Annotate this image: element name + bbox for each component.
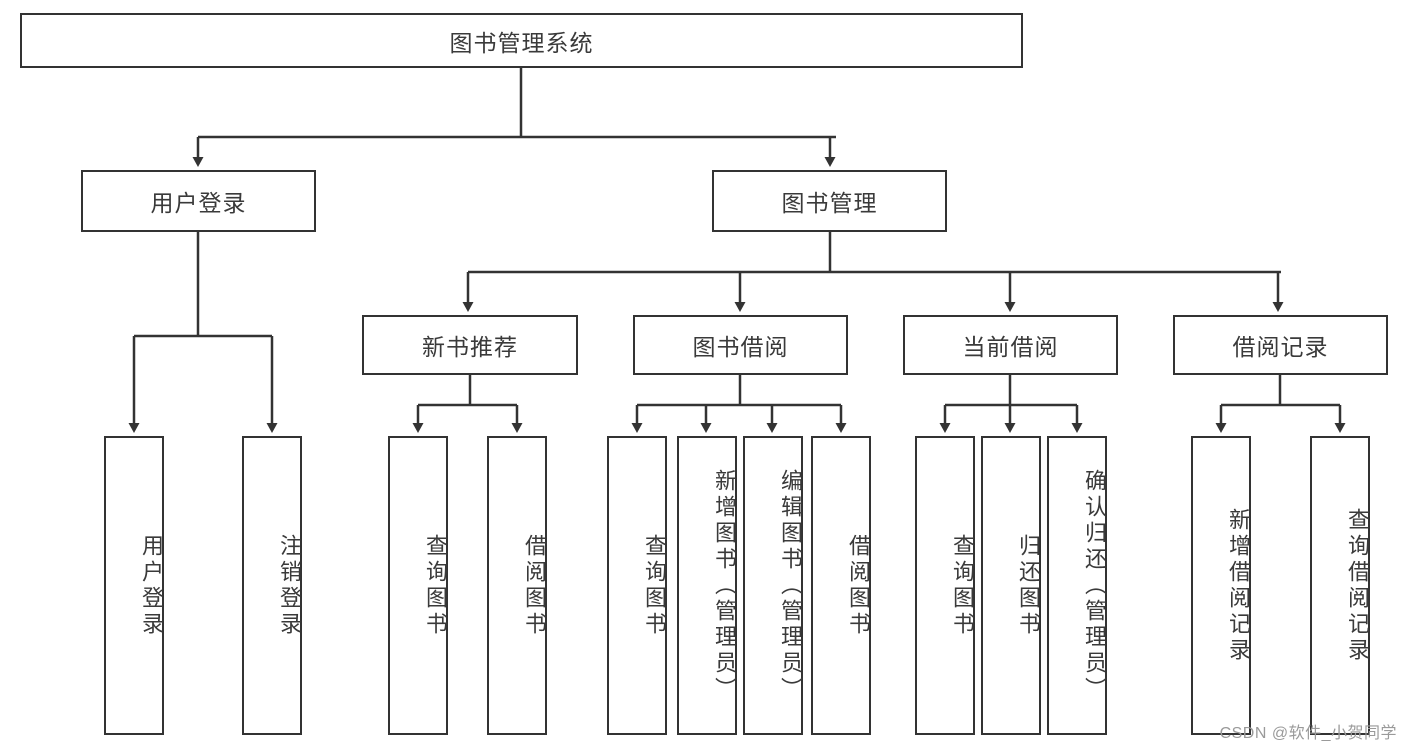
leaf-book-borrow-borrow[interactable]: 借阅图书 [811,436,871,735]
leaf-new-book-borrow[interactable]: 借阅图书 [487,436,547,735]
node-label: 图书管理系统 [449,29,594,56]
node-book-borrow[interactable]: 图书借阅 [633,315,848,375]
node-label: 编辑图书（管理员） [778,468,803,703]
node-user-login[interactable]: 用户登录 [81,170,316,232]
node-borrow-record[interactable]: 借阅记录 [1173,315,1388,375]
node-label: 用户登录 [139,533,164,638]
leaf-current-borrow-return[interactable]: 归还图书 [981,436,1041,735]
leaf-borrow-record-query[interactable]: 查询借阅记录 [1310,436,1370,735]
node-label: 新书推荐 [422,334,518,360]
node-label: 图书借阅 [692,334,789,360]
node-label: 确认归还（管理员） [1082,468,1107,703]
leaf-current-borrow-confirm[interactable]: 确认归还（管理员） [1047,436,1107,735]
node-label: 归还图书 [1016,533,1041,638]
leaf-new-book-query[interactable]: 查询图书 [388,436,448,735]
node-new-book-recommend[interactable]: 新书推荐 [362,315,578,375]
node-label: 用户登录 [150,190,247,216]
leaf-borrow-record-add[interactable]: 新增借阅记录 [1191,436,1251,735]
watermark-text: CSDN @软件_小贺同学 [1219,725,1397,742]
node-book-management[interactable]: 图书管理 [712,170,947,232]
node-root-system[interactable]: 图书管理系统 [20,13,1023,68]
node-label: 查询图书 [950,533,975,638]
node-label: 借阅图书 [846,533,871,638]
node-label: 当前借阅 [962,334,1059,360]
node-label: 图书管理 [781,190,878,216]
leaf-book-borrow-query[interactable]: 查询图书 [607,436,667,735]
node-label: 查询图书 [423,533,448,638]
leaf-book-borrow-add[interactable]: 新增图书（管理员） [677,436,737,735]
leaf-user-login-login[interactable]: 用户登录 [104,436,164,735]
leaf-current-borrow-query[interactable]: 查询图书 [915,436,975,735]
node-label: 查询借阅记录 [1345,507,1370,664]
leaf-book-borrow-edit[interactable]: 编辑图书（管理员） [743,436,803,735]
node-label: 新增图书（管理员） [712,468,737,703]
leaf-user-login-logout[interactable]: 注销登录 [242,436,302,735]
node-label: 借阅记录 [1232,334,1329,360]
node-label: 查询图书 [642,533,667,638]
node-current-borrow[interactable]: 当前借阅 [903,315,1118,375]
node-label: 注销登录 [277,533,302,638]
node-label: 新增借阅记录 [1226,507,1251,664]
node-label: 借阅图书 [522,533,547,638]
